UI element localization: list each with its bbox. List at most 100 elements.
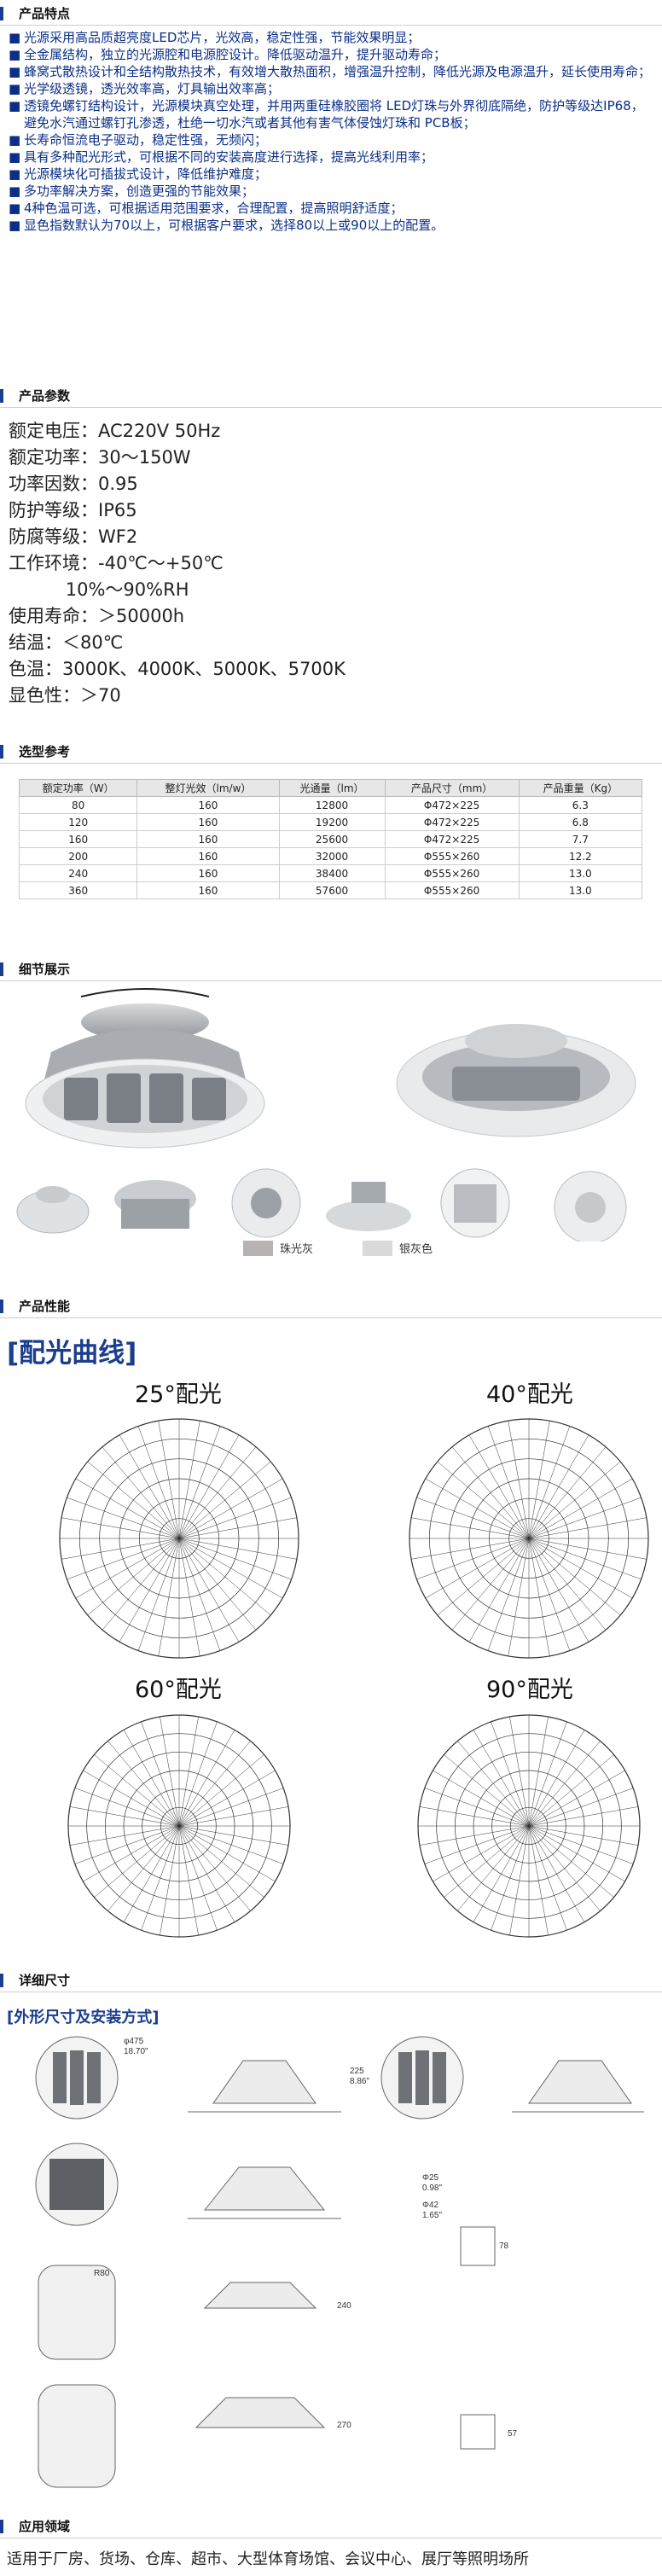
dim-240: 240: [337, 2301, 351, 2311]
polar-spoke: [425, 1478, 530, 1539]
polar-spoke: [528, 1517, 647, 1539]
dimensions-title: 详细尺寸: [19, 1973, 71, 1988]
polar-spoke: [107, 1825, 180, 1911]
top-view-4: R80: [38, 2265, 116, 2360]
polar-spoke: [67, 1538, 180, 1580]
dim-57: 57: [508, 2429, 518, 2439]
details-section-header: 细节展示: [0, 956, 662, 981]
table-header-cell: 产品重量（Kg）: [518, 779, 643, 797]
polar-spoke: [178, 1538, 240, 1643]
top-view-2: [380, 2036, 464, 2120]
polar-spoke: [141, 1825, 180, 1931]
polar-spoke: [119, 1538, 180, 1643]
color-legend-pearl: 珠光灰: [243, 1240, 313, 1256]
polar-spoke: [451, 1446, 530, 1539]
polar-spoke: [178, 1825, 264, 1898]
polar-spoke: [178, 1421, 200, 1539]
bullet-icon: ■: [9, 218, 21, 233]
section-divider: [0, 407, 662, 408]
features-section-header: 产品特点: [0, 0, 662, 26]
dim-phi42: Φ42: [422, 2201, 439, 2210]
polar-label-25: 25°配光: [135, 1381, 222, 1408]
param-row: 色温：3000K、4000K、5000K、5700K: [9, 659, 346, 679]
feature-item: ■透镜免螺钉结构设计，光源模块真空处理，并用两重硅橡胶圈将 LED灯珠与外界彻底…: [9, 97, 655, 131]
polar-spoke: [178, 1538, 297, 1560]
polar-spoke: [178, 1825, 289, 1846]
polar-spoke: [83, 1770, 180, 1827]
param-row: 额定电压：AC220V 50Hz: [9, 421, 221, 441]
section-accent-bar: [0, 1974, 3, 1987]
polar-spoke: [528, 1730, 585, 1827]
feature-item: ■光源采用高品质超亮度LED芯片，光效高，稳定性强，节能效果明显；: [9, 29, 655, 46]
polar-spoke: [528, 1538, 621, 1616]
thumbnail-4: [326, 1182, 411, 1231]
polar-spoke: [94, 1825, 180, 1898]
polar-label-60: 60°配光: [135, 1677, 222, 1703]
polar-spoke: [69, 1806, 180, 1827]
polar-spoke: [528, 1716, 549, 1827]
polar-spoke: [451, 1538, 530, 1631]
table-cell: 160: [136, 830, 280, 848]
dim-phi25: Φ25: [422, 2173, 439, 2183]
polar-spoke: [528, 1770, 625, 1827]
polar-spoke: [416, 1497, 530, 1539]
polar-spoke: [87, 1538, 180, 1616]
feature-item: ■4种色温可选，可根据适用范围要求，合理配置，提高照明舒适度；: [9, 200, 655, 217]
polar-spoke: [508, 1421, 530, 1539]
feature-item: ■具有多种配光形式，可根据不同的安装高度进行选择，提高光线利用率；: [9, 148, 655, 166]
polar-spoke: [528, 1421, 550, 1539]
polar-spoke: [178, 1538, 271, 1616]
selection-table: 额定功率（W） 整灯光效（lm/w） 光通量（lm） 产品尺寸（mm） 产品重量…: [18, 779, 643, 899]
distribution-title: [配光曲线]: [7, 1338, 137, 1369]
polar-spoke: [102, 1446, 180, 1539]
polar-spoke: [137, 1538, 180, 1651]
side-view-1: 225 8.86": [188, 2060, 369, 2113]
polar-spoke: [160, 1716, 180, 1827]
silver-gray-label: 银灰色: [399, 1243, 433, 1256]
feature-text: 光源采用高品质超亮度LED芯片，光效高，稳定性强，节能效果明显；: [24, 30, 421, 45]
dim-phi475: φ475: [124, 2037, 144, 2046]
polar-spoke: [424, 1788, 530, 1827]
param-row: 显色性：＞70: [9, 685, 121, 706]
polar-spoke: [528, 1538, 607, 1631]
bullet-icon: ■: [9, 149, 21, 165]
feature-item: ■多功率解决方案，创造更强的节能效果；: [9, 183, 655, 200]
polar-spoke: [528, 1806, 639, 1827]
feature-item: ■显色指数默认为70以上，可根据客户要求，选择80以上或90以上的配置。: [9, 217, 655, 234]
bullet-icon: ■: [9, 201, 21, 216]
dim-phi25-in: 0.98": [422, 2183, 442, 2193]
features-list: ■光源采用高品质超亮度LED芯片，光效高，稳定性强，节能效果明显；■全金属结构，…: [9, 29, 655, 234]
polar-spoke: [123, 1825, 180, 1922]
polar-label-90: 90°配光: [486, 1677, 573, 1703]
polar-spoke: [61, 1538, 180, 1560]
polar-spoke: [424, 1825, 530, 1864]
polar-spoke: [67, 1497, 180, 1539]
polar-spoke: [433, 1770, 530, 1827]
param-row: 使用寿命：＞50000h: [9, 606, 185, 626]
bullet-icon: ■: [9, 30, 21, 45]
param-row: 工作环境：-40℃～+50℃: [9, 553, 224, 573]
product-photo-angled: [388, 1007, 644, 1152]
table-cell: 6.3: [518, 796, 643, 814]
bullet-icon: ■: [9, 132, 21, 148]
polar-spoke: [468, 1434, 530, 1539]
selection-title: 选型参考: [19, 744, 71, 759]
table-cell: 13.0: [518, 881, 643, 899]
polar-spoke: [178, 1806, 289, 1827]
polar-spoke: [178, 1825, 276, 1882]
param-row: 防护等级：IP65: [9, 500, 137, 520]
thumbnail-2: [114, 1180, 196, 1229]
polar-spoke: [509, 1825, 530, 1936]
polar-spoke: [528, 1538, 633, 1599]
table-cell: 160: [18, 830, 138, 848]
polar-spoke: [178, 1538, 283, 1599]
table-cell: 13.0: [518, 864, 643, 882]
polar-spoke: [178, 1754, 264, 1827]
polar-spoke: [178, 1788, 284, 1827]
polar-spoke: [87, 1461, 180, 1539]
details-title: 细节展示: [19, 962, 71, 977]
